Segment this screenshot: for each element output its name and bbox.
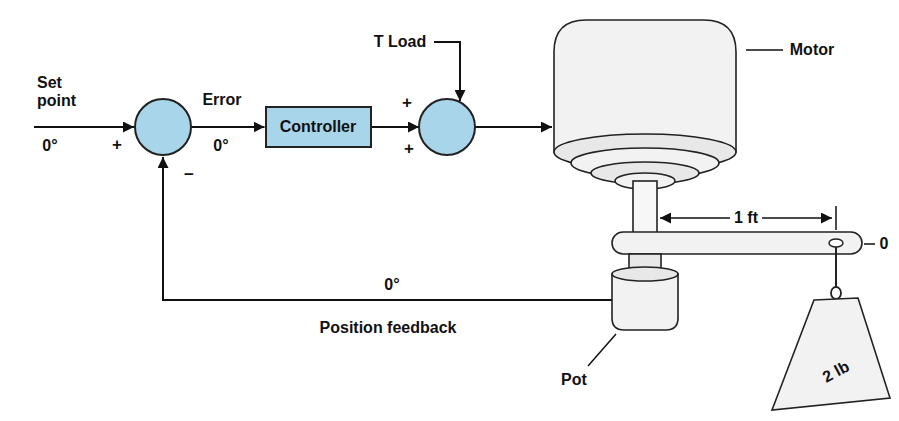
edge-label: Error — [202, 91, 241, 109]
weight — [772, 298, 890, 410]
controller-box: Controller — [265, 106, 372, 148]
sign-label: − — [184, 166, 194, 184]
motor-housing — [554, 20, 736, 152]
dimension-label: 1 ft — [730, 209, 762, 227]
chain-link — [831, 287, 841, 299]
pot-top — [612, 267, 678, 281]
sign-label: + — [402, 94, 412, 112]
motor-shaft — [633, 181, 657, 237]
pot-body — [612, 274, 678, 330]
signal-arrow — [191, 126, 265, 128]
sign-label: + — [404, 140, 414, 158]
load-arrow — [434, 42, 460, 101]
part-label: Pot — [561, 371, 587, 389]
leader-line — [746, 49, 783, 51]
leader-line — [864, 243, 875, 245]
junction-circle — [135, 99, 191, 155]
box-label: Controller — [280, 118, 356, 136]
leader-line — [588, 334, 616, 366]
position-label: 0 — [880, 235, 889, 253]
load-label: T Load — [374, 33, 426, 51]
signal-value: 0° — [384, 276, 399, 294]
arm-hole — [829, 239, 843, 247]
sign-label: + — [112, 136, 122, 154]
summing-junction: +− — [135, 99, 191, 155]
summing-junction: ++ — [419, 99, 475, 155]
junction-circle — [419, 99, 475, 155]
signal-label: Position feedback — [320, 319, 457, 337]
dimension-tick — [835, 206, 837, 230]
junction-outline — [133, 97, 193, 157]
chain — [835, 247, 837, 288]
setpoint-label: Set point — [37, 74, 91, 110]
signal-arrow — [372, 126, 420, 128]
input-arrow — [34, 126, 134, 128]
lever-arm — [612, 232, 862, 254]
drive-arrow — [475, 126, 552, 128]
signal-value: 0° — [213, 137, 228, 155]
signal-value: 0° — [42, 137, 57, 155]
part-label: Motor — [790, 41, 834, 59]
feedback-line — [163, 157, 612, 300]
junction-outline — [417, 97, 477, 157]
